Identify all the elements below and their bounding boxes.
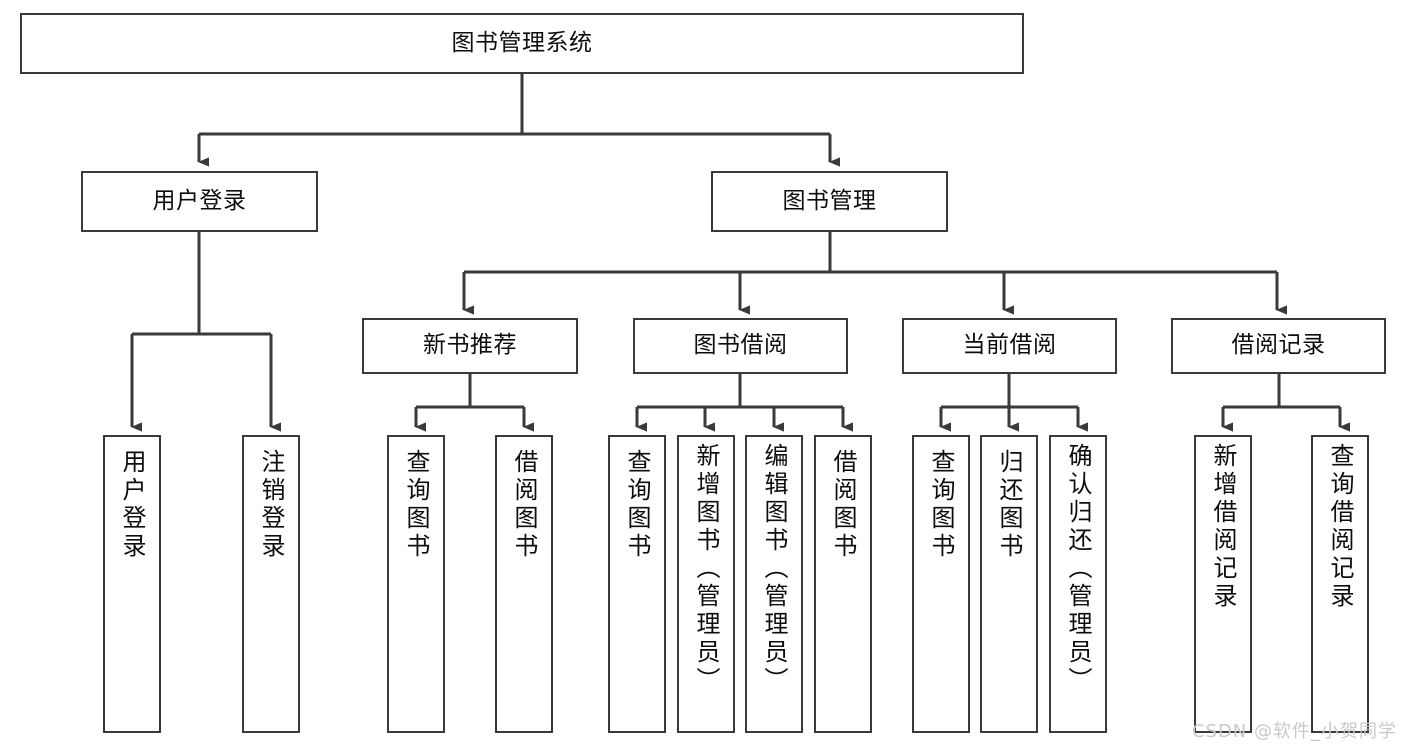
node-leaf-borrow-book-2-label: 借阅图书	[829, 449, 857, 561]
node-leaf-add-record[interactable]: 新增借阅记录	[1194, 435, 1252, 733]
node-leaf-edit-book-label: 编辑图书（管理员）	[760, 443, 788, 695]
node-leaf-query-book-2-label: 查询图书	[623, 449, 651, 561]
node-leaf-confirm-return[interactable]: 确认归还（管理员）	[1049, 435, 1107, 733]
node-leaf-add-book[interactable]: 新增图书（管理员）	[677, 435, 735, 733]
node-leaf-borrow-book-2[interactable]: 借阅图书	[814, 435, 872, 733]
node-user-login[interactable]: 用户登录	[81, 171, 318, 232]
node-leaf-user-login[interactable]: 用户登录	[103, 435, 161, 733]
node-leaf-borrow-book-1-label: 借阅图书	[510, 449, 538, 561]
node-book-borrow[interactable]: 图书借阅	[633, 318, 848, 374]
node-user-login-label: 用户登录	[152, 187, 247, 214]
node-leaf-query-book-3-label: 查询图书	[927, 449, 955, 561]
node-leaf-add-book-label: 新增图书（管理员）	[692, 443, 720, 695]
node-book-manage[interactable]: 图书管理	[711, 171, 948, 232]
node-new-book-rec-label: 新书推荐	[423, 332, 517, 359]
node-leaf-query-book-3[interactable]: 查询图书	[912, 435, 970, 733]
node-leaf-edit-book[interactable]: 编辑图书（管理员）	[745, 435, 803, 733]
node-leaf-query-record[interactable]: 查询借阅记录	[1311, 435, 1369, 733]
node-book-manage-label: 图书管理	[782, 187, 877, 214]
node-leaf-add-record-label: 新增借阅记录	[1209, 443, 1237, 611]
node-root-label: 图书管理系统	[451, 29, 593, 56]
node-current-borrow[interactable]: 当前借阅	[902, 318, 1117, 374]
node-borrow-record-label: 借阅记录	[1231, 332, 1326, 359]
node-leaf-borrow-book-1[interactable]: 借阅图书	[495, 435, 553, 733]
node-new-book-rec[interactable]: 新书推荐	[362, 318, 578, 374]
node-leaf-logout-label: 注销登录	[257, 449, 285, 561]
node-borrow-record[interactable]: 借阅记录	[1171, 318, 1386, 374]
node-leaf-query-record-label: 查询借阅记录	[1326, 443, 1354, 611]
node-leaf-user-login-label: 用户登录	[118, 449, 146, 561]
node-current-borrow-label: 当前借阅	[962, 332, 1057, 359]
node-root[interactable]: 图书管理系统	[20, 13, 1024, 74]
node-leaf-return-book[interactable]: 归还图书	[980, 435, 1038, 733]
node-leaf-query-book-2[interactable]: 查询图书	[608, 435, 666, 733]
node-leaf-logout[interactable]: 注销登录	[242, 435, 300, 733]
node-leaf-return-book-label: 归还图书	[995, 449, 1023, 561]
node-book-borrow-label: 图书借阅	[693, 332, 788, 359]
node-leaf-query-book-1[interactable]: 查询图书	[387, 435, 445, 733]
node-leaf-confirm-return-label: 确认归还（管理员）	[1064, 443, 1092, 695]
node-leaf-query-book-1-label: 查询图书	[402, 449, 430, 561]
